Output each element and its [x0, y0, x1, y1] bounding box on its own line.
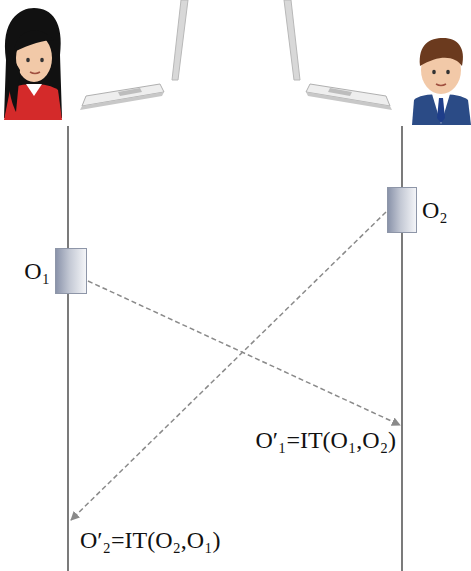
- woman-icon: [4, 8, 62, 120]
- operation-label: O₂: [422, 198, 448, 222]
- transform-label: O′₂=IT(O₂,O₁): [80, 527, 221, 553]
- operation-node: O₂: [387, 187, 448, 233]
- laptop-icon: [284, 0, 392, 110]
- transform-label: O′₁=IT(O₁,O₂): [255, 427, 396, 453]
- timeline: [67, 126, 68, 571]
- operation-box: [55, 248, 87, 294]
- operation-node: O₁: [24, 248, 87, 294]
- laptop-icon: [80, 0, 188, 110]
- message-arrow: [71, 212, 386, 520]
- man-icon: [412, 38, 471, 125]
- operation-label: O₁: [24, 259, 50, 283]
- message-arrow: [88, 281, 400, 425]
- operation-box: [387, 187, 417, 233]
